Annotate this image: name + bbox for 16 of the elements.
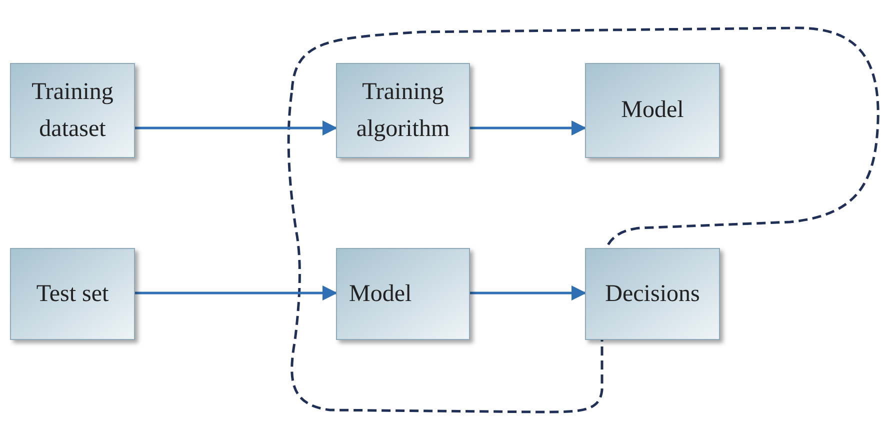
box-label: Model [349, 280, 412, 308]
process-box [336, 248, 470, 340]
process-box [336, 63, 470, 158]
process-box [585, 248, 720, 340]
process-box [585, 63, 720, 158]
box-label: Model [621, 96, 684, 125]
box-label: Test set [36, 280, 109, 308]
box-label: Training dataset [30, 78, 114, 144]
box-label: Training algorithm [355, 78, 451, 144]
arrow [135, 286, 338, 300]
box-label: Decisions [605, 280, 700, 308]
process-box [10, 248, 135, 340]
arrow [135, 120, 338, 136]
process-box [10, 63, 135, 158]
arrow [470, 286, 586, 300]
arrow [470, 120, 586, 136]
